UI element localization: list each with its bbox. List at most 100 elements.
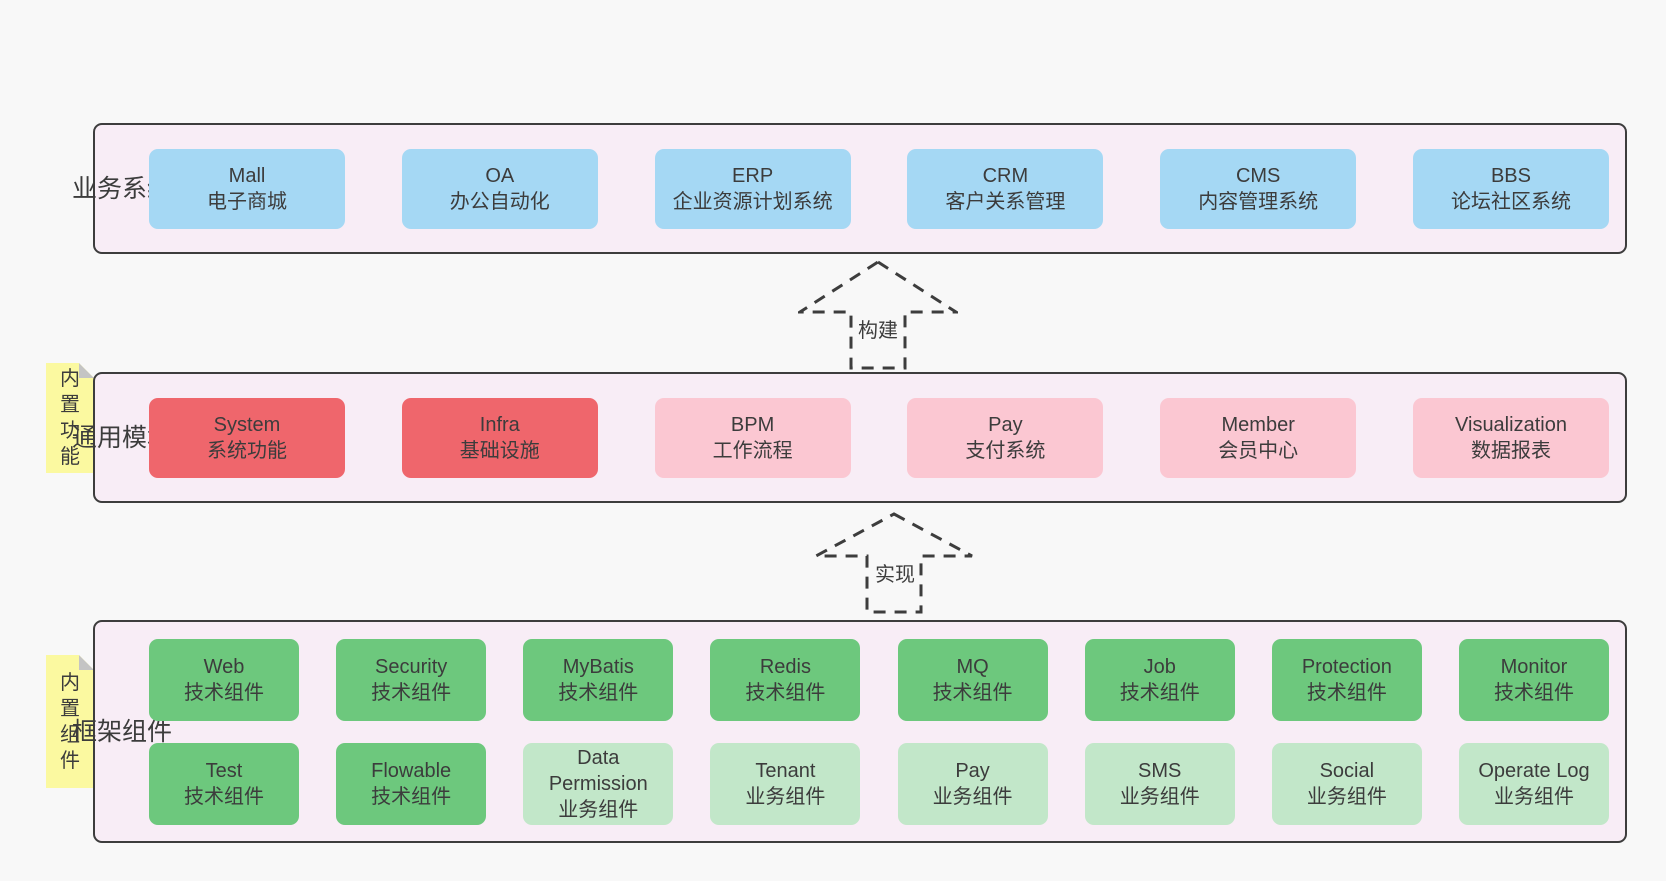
- box-social: Social 业务组件: [1271, 742, 1422, 825]
- box-sms: SMS 业务组件: [1084, 742, 1235, 825]
- box-infra: Infra 基础设施: [401, 397, 598, 478]
- note-label: 内置功能: [60, 368, 80, 468]
- box-web: Web 技术组件: [149, 638, 299, 721]
- box-name: SMS: [1138, 759, 1182, 782]
- box-subtitle: 业务组件: [932, 785, 1013, 808]
- box-name: Pay: [955, 759, 990, 782]
- box-subtitle: 业务组件: [1493, 785, 1574, 808]
- box-subtitle: 业务组件: [1119, 785, 1200, 808]
- box-name: CMS: [1235, 164, 1281, 187]
- box-name: Monitor: [1500, 655, 1568, 678]
- arrow-label: 实现: [875, 564, 915, 586]
- box-system: System 系统功能: [149, 397, 345, 478]
- box-name: Mall: [228, 164, 266, 187]
- box-test: Test 技术组件: [149, 742, 299, 825]
- box-crm: CRM 客户关系管理: [907, 148, 1104, 229]
- box-security: Security 技术组件: [336, 638, 487, 721]
- box-subtitle: 会员中心: [1218, 439, 1299, 462]
- business-components-row: Test 技术组件 Flowable 技术组件 Data Permission …: [149, 742, 1609, 825]
- note-built-in-features: 内置功能: [46, 363, 94, 473]
- layer-framework-components: 框架组件 Web 技术组件 Security 技术组件 MyBatis 技术组件…: [71, 620, 1627, 843]
- box-name: Job: [1143, 655, 1176, 678]
- box-subtitle: 技术组件: [1493, 681, 1574, 704]
- note-label: 内置组件: [60, 671, 80, 772]
- arrow-label: 构建: [858, 320, 898, 342]
- box-operate-log: Operate Log 业务组件: [1458, 742, 1609, 825]
- box-name: Social: [1319, 759, 1375, 782]
- box-subtitle: 技术组件: [932, 681, 1013, 704]
- box-name: Web: [203, 655, 245, 678]
- layer-business-systems: 业务系统 Mall 电子商城 OA 办公自动化 ERP 企业资源计划系统 CRM…: [71, 123, 1627, 254]
- box-tenant: Tenant 业务组件: [710, 742, 861, 825]
- layer-title: 框架组件: [71, 717, 173, 746]
- box-cms: CMS 内容管理系统: [1160, 148, 1357, 229]
- layer-common-modules: 通用模块 System 系统功能 Infra 基础设施 BPM 工作流程 Pay…: [71, 372, 1627, 503]
- box-oa: OA 办公自动化: [401, 148, 598, 229]
- box-name: BPM: [730, 413, 775, 436]
- box-name: ERP: [732, 164, 774, 187]
- business-systems-row: Mall 电子商城 OA 办公自动化 ERP 企业资源计划系统 CRM 客户关系…: [149, 148, 1609, 229]
- box-subtitle: 技术组件: [184, 681, 264, 704]
- box-job: Job 技术组件: [1084, 638, 1235, 721]
- box-name: Member: [1221, 413, 1295, 436]
- box-data-permission: Data Permission 业务组件: [523, 742, 674, 825]
- box-name: Operate Log: [1478, 759, 1590, 782]
- box-monitor: Monitor 技术组件: [1458, 638, 1609, 721]
- box-subtitle: 技术组件: [558, 681, 639, 704]
- tech-components-row: Web 技术组件 Security 技术组件 MyBatis 技术组件 Redi…: [149, 638, 1609, 721]
- layer-title: 业务系统: [71, 174, 172, 203]
- box-name: OA: [485, 164, 515, 187]
- box-subtitle: 技术组件: [371, 681, 452, 704]
- box-subtitle: 内容管理系统: [1198, 190, 1319, 213]
- box-name: Tenant: [755, 759, 816, 782]
- box-member: Member 会员中心: [1160, 397, 1357, 478]
- box-subtitle: 业务组件: [558, 798, 639, 821]
- note-fold-icon: [79, 363, 94, 378]
- box-name: Data Permission: [548, 746, 648, 795]
- box-mq: MQ 技术组件: [897, 638, 1048, 721]
- box-name: Test: [205, 759, 243, 782]
- box-subtitle: 办公自动化: [449, 190, 550, 213]
- box-subtitle: 技术组件: [745, 681, 826, 704]
- box-protection: Protection 技术组件: [1271, 638, 1422, 721]
- note-fold-icon: [79, 655, 94, 670]
- box-subtitle: 系统功能: [207, 439, 287, 462]
- box-name: CRM: [982, 164, 1029, 187]
- box-subtitle: 支付系统: [965, 439, 1046, 462]
- layer-title: 通用模块: [71, 423, 172, 452]
- box-name: MQ: [956, 655, 989, 678]
- box-name: Visualization: [1455, 413, 1567, 436]
- box-name: MyBatis: [562, 655, 634, 678]
- note-built-in-components: 内置组件: [46, 655, 94, 788]
- common-modules-row: System 系统功能 Infra 基础设施 BPM 工作流程 Pay 支付系统…: [149, 397, 1609, 478]
- box-subtitle: 技术组件: [1119, 681, 1200, 704]
- box-mybatis: MyBatis 技术组件: [523, 638, 674, 721]
- box-subtitle: 企业资源计划系统: [672, 190, 833, 213]
- box-name: Redis: [759, 655, 811, 678]
- box-flowable: Flowable 技术组件: [336, 742, 487, 825]
- box-bpm: BPM 工作流程: [654, 397, 851, 478]
- box-pay-system: Pay 支付系统: [907, 397, 1104, 478]
- box-visualization: Visualization 数据报表: [1412, 397, 1609, 478]
- box-name: Protection: [1301, 655, 1392, 678]
- box-subtitle: 数据报表: [1470, 439, 1551, 462]
- box-subtitle: 业务组件: [1306, 785, 1387, 808]
- box-name: System: [213, 413, 281, 436]
- box-subtitle: 电子商城: [207, 190, 287, 213]
- box-name: Infra: [479, 413, 520, 436]
- box-erp: ERP 企业资源计划系统: [654, 148, 851, 229]
- box-redis: Redis 技术组件: [710, 638, 861, 721]
- box-pay-component: Pay 业务组件: [897, 742, 1048, 825]
- box-name: BBS: [1490, 164, 1531, 187]
- arrow-build: 构建: [798, 258, 958, 370]
- box-subtitle: 工作流程: [712, 439, 793, 462]
- box-subtitle: 论坛社区系统: [1450, 190, 1571, 213]
- box-subtitle: 基础设施: [459, 439, 540, 462]
- arrow-implement: 实现: [815, 508, 975, 614]
- box-subtitle: 技术组件: [1306, 681, 1387, 704]
- box-subtitle: 业务组件: [745, 785, 826, 808]
- box-name: Flowable: [371, 759, 452, 782]
- box-mall: Mall 电子商城: [149, 148, 345, 229]
- box-subtitle: 技术组件: [184, 785, 264, 808]
